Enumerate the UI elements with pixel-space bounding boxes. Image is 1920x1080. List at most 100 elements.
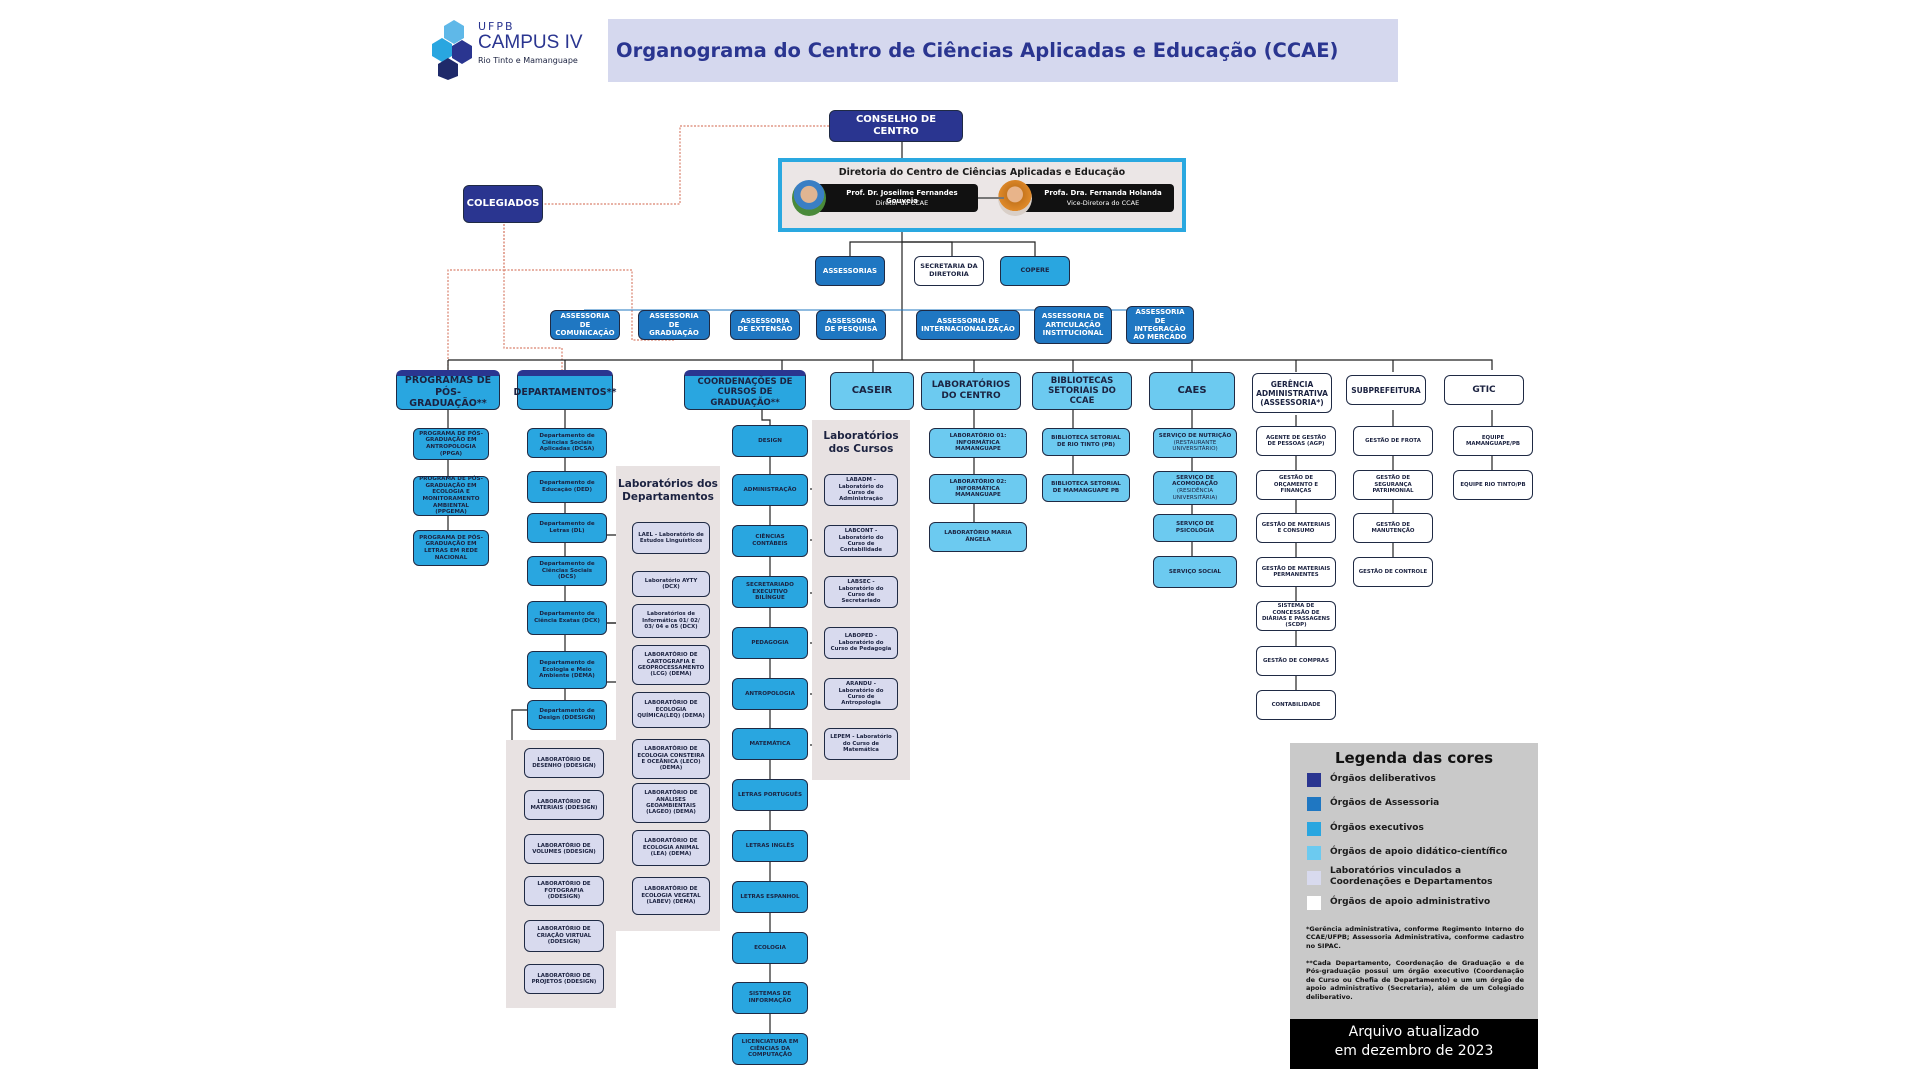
coordenacao-3[interactable]: CIÊNCIAS CONTÁBEIS — [732, 525, 808, 557]
coordenacao-10[interactable]: LETRAS ESPANHOL — [732, 881, 808, 913]
pos-programa-1[interactable]: PROGRAMA DE PÓS-GRADUAÇÃO EM ANTROPOLOGI… — [413, 428, 489, 460]
logo-line-campus: CAMPUS IV — [478, 32, 583, 53]
lab-design-5[interactable]: LABORATÓRIO DE CRIAÇÃO VIRTUAL (DDESIGN) — [524, 920, 604, 952]
logo-line-ufpb: UFPB — [478, 20, 515, 33]
coordenacoes-graduacao[interactable]: COORDENAÇÕES DE CURSOS DE GRADUAÇÃO** — [684, 370, 806, 410]
biblioteca-2[interactable]: BIBLIOTECA SETORIAL DE MAMANGUAPE PB — [1042, 474, 1130, 502]
lab-curso-4[interactable]: LABOPED - Laboratório do Curso de Pedago… — [824, 627, 898, 659]
coordenacao-7[interactable]: MATEMÁTICA — [732, 728, 808, 760]
assessorias[interactable]: ASSESSORIAS — [815, 256, 885, 286]
legend-swatch-3 — [1307, 822, 1321, 836]
gerencia-item-1[interactable]: AGENTE DE GESTÃO DE PESSOAS (AGP) — [1256, 426, 1336, 456]
gerencia-administrativa[interactable]: GERÊNCIA ADMINISTRATIVA (ASSESSORIA*) — [1252, 373, 1332, 413]
conselho-de-centro[interactable]: CONSELHO DE CENTRO — [829, 110, 963, 142]
colegiados[interactable]: COLEGIADOS — [463, 185, 543, 223]
coordenacao-1[interactable]: DESIGN — [732, 425, 808, 457]
gerencia-item-3[interactable]: GESTÃO DE MATERIAIS E CONSUMO — [1256, 513, 1336, 543]
subprefeitura[interactable]: SUBPREFEITURA — [1346, 375, 1426, 405]
lab-departamento-1[interactable]: LAEL - Laboratório de Estudos Linguístic… — [632, 522, 710, 554]
gerencia-item-4[interactable]: GESTÃO DE MATERIAIS PERMANENTES — [1256, 557, 1336, 587]
biblioteca-1[interactable]: BIBLIOTECA SETORIAL DE RIO TINTO (PB) — [1042, 428, 1130, 456]
lab-departamento-9[interactable]: LABORATÓRIO DE ECOLOGIA VEGETAL (LABEV) … — [632, 877, 710, 915]
gerencia-item-2[interactable]: GESTÃO DE ORÇAMENTO E FINANÇAS — [1256, 470, 1336, 500]
coordenacao-9[interactable]: LETRAS INGLÊS — [732, 830, 808, 862]
programas-pos-graduacao[interactable]: PROGRAMAS DE PÓS-GRADUAÇÃO** — [396, 370, 500, 410]
assessoria-pesquisa[interactable]: ASSESSORIA DE PESQUISA — [816, 310, 886, 340]
diretoria-box[interactable]: Diretoria do Centro de Ciências Aplicada… — [778, 158, 1186, 232]
lab-departamento-8[interactable]: LABORATÓRIO DE ECOLOGIA ANIMAL (LEA) (DE… — [632, 830, 710, 866]
departamento-7[interactable]: Departamento de Design (DDESIGN) — [527, 700, 607, 730]
assessoria-internacionalizacao[interactable]: ASSESSORIA DE INTERNACIONALIZAÇÃO — [916, 310, 1020, 340]
lab-design-4[interactable]: LABORATÓRIO DE FOTOGRAFIA (DDESIGN) — [524, 876, 604, 906]
gtic[interactable]: GTIC — [1444, 375, 1524, 405]
gerencia-item-5[interactable]: SISTEMA DE CONCESSÃO DE DIÁRIAS E PASSAG… — [1256, 601, 1336, 631]
lab-departamento-6[interactable]: LABORATÓRIO DE ECOLOGIA CONSTEIRA E OCEÂ… — [632, 739, 710, 779]
lab-design-2[interactable]: LABORATÓRIO DE MATERIAIS (DDESIGN) — [524, 790, 604, 820]
assessoria-articulacao[interactable]: ASSESSORIA DE ARTICULAÇÃO INSTITUCIONAL — [1034, 306, 1112, 344]
page-title-banner: Organograma do Centro de Ciências Aplica… — [608, 19, 1398, 82]
lab-departamento-3[interactable]: Laboratórios de Informática 01/ 02/ 03/ … — [632, 604, 710, 638]
departamento-1[interactable]: Departamento de Ciências Sociais Aplicad… — [527, 428, 607, 458]
lab-design-6[interactable]: LABORATÓRIO DE PROJETOS (DDESIGN) — [524, 964, 604, 994]
copere[interactable]: COPERE — [1000, 256, 1070, 286]
caes[interactable]: CAES — [1149, 372, 1235, 410]
caes-servico-4[interactable]: SERVIÇO SOCIAL — [1153, 556, 1237, 588]
pos-programa-2[interactable]: PROGRAMA DE PÓS-GRADUAÇÃO EM ECOLOGIA E … — [413, 476, 489, 516]
coordenacao-2[interactable]: ADMINISTRAÇÃO — [732, 474, 808, 506]
coordenacao-11[interactable]: ECOLOGIA — [732, 932, 808, 964]
subprefeitura-item-1[interactable]: GESTÃO DE FROTA — [1353, 426, 1433, 456]
caes-servico-1[interactable]: SERVIÇO DE NUTRIÇÃO(RESTAURANTE UNIVERSI… — [1153, 428, 1237, 458]
lab-departamento-7[interactable]: LABORATÓRIO DE ANÁLISES GEOAMBIENTAIS (L… — [632, 783, 710, 823]
departamento-6[interactable]: Departamento de Ecologia e Meio Ambiente… — [527, 651, 607, 689]
departamento-3[interactable]: Departamento de Letras (DL) — [527, 513, 607, 543]
subprefeitura-item-2[interactable]: GESTÃO DE SEGURANÇA PATRIMONIAL — [1353, 470, 1433, 500]
lab-centro-3[interactable]: LABORATÓRIO MARIA ÂNGELA — [929, 522, 1027, 552]
coordenacao-6[interactable]: ANTROPOLOGIA — [732, 678, 808, 710]
coordenacao-5[interactable]: PEDAGOGIA — [732, 627, 808, 659]
lab-centro-2[interactable]: LABORATÓRIO 02: INFORMÁTICA MAMANGUAPE — [929, 474, 1027, 504]
diretor-avatar — [792, 180, 826, 216]
legend-label-5: Laboratórios vinculados a Coordenações e… — [1330, 866, 1493, 887]
vice-card[interactable]: Profa. Dra. Fernanda Holanda Vice-Direto… — [998, 180, 1174, 216]
lab-departamento-4[interactable]: LABORATÓRIO DE CARTOGRAFIA E GEOPROCESSA… — [632, 645, 710, 685]
lab-curso-1[interactable]: LABADM - Laboratório do Curso de Adminis… — [824, 474, 898, 506]
caseir[interactable]: CASEIR — [830, 372, 914, 410]
assessoria-comunicacao[interactable]: ASSESSORIA DE COMUNICAÇÃO — [550, 310, 620, 340]
subprefeitura-item-3[interactable]: GESTÃO DE MANUTENÇÃO — [1353, 513, 1433, 543]
pos-programa-3[interactable]: PROGRAMA DE PÓS-GRADUAÇÃO EM LETRAS EM R… — [413, 530, 489, 566]
lab-curso-2[interactable]: LABCONT - Laboratório do Curso de Contab… — [824, 525, 898, 557]
gtic-item-1[interactable]: EQUIPE MAMANGUAPE/PB — [1453, 426, 1533, 456]
coordenacao-4[interactable]: SECRETARIADO EXECUTIVO BILÍNGUE — [732, 576, 808, 608]
lab-departamento-2[interactable]: Laboratório AYTY (DCX) — [632, 571, 710, 597]
departamento-2[interactable]: Departamento de Educação (DED) — [527, 471, 607, 503]
departamentos[interactable]: DEPARTAMENTOS** — [513, 370, 617, 410]
legend-label-2: Órgãos de Assessoria — [1330, 798, 1440, 808]
caes-servico-2[interactable]: SERVIÇO DE ACOMODAÇÃO(RESIDÊNCIA UNIVERS… — [1153, 471, 1237, 505]
departamento-5[interactable]: Departamento de Ciência Exatas (DCX) — [527, 601, 607, 635]
lab-centro-1[interactable]: LABORATÓRIO 01: INFORMÁTICA MAMANGUAPE — [929, 428, 1027, 458]
caes-servico-label: SERVIÇO DE NUTRIÇÃO — [1158, 432, 1232, 439]
lab-design-1[interactable]: LABORATÓRIO DE DESENHO (DDESIGN) — [524, 748, 604, 778]
lab-curso-3[interactable]: LABSEC - Laboratório do Curso de Secreta… — [824, 576, 898, 608]
gtic-item-2[interactable]: EQUIPE RIO TINTO/PB — [1453, 470, 1533, 500]
gerencia-item-6[interactable]: GESTÃO DE COMPRAS — [1256, 646, 1336, 676]
gerencia-item-7[interactable]: CONTABILIDADE — [1256, 690, 1336, 720]
lab-design-3[interactable]: LABORATÓRIO DE VOLUMES (DDESIGN) — [524, 834, 604, 864]
departamento-4[interactable]: Departamento de Ciências Sociais (DCS) — [527, 556, 607, 586]
laboratorios-do-centro[interactable]: LABORATÓRIOS DO CENTRO — [921, 372, 1021, 410]
diretor-card[interactable]: Prof. Dr. Joseilme Fernandes Gouveia Dir… — [792, 180, 978, 216]
coordenacao-8[interactable]: LETRAS PORTUGUÊS — [732, 779, 808, 811]
assessoria-integracao[interactable]: ASSESSORIA DE INTEGRAÇÃO AO MERCADO — [1126, 306, 1194, 344]
assessoria-extensao[interactable]: ASSESSORIA DE EXTENSÃO — [730, 310, 800, 340]
lab-curso-6[interactable]: LEPEM - Laboratório do Curso de Matemáti… — [824, 728, 898, 760]
secretaria-da-diretoria[interactable]: SECRETARIA DA DIRETORIA — [914, 256, 984, 286]
assessoria-graduacao[interactable]: ASSESSORIA DE GRADUAÇÃO — [638, 310, 710, 340]
coordenacao-12[interactable]: SISTEMAS DE INFORMAÇÃO — [732, 982, 808, 1014]
lab-curso-5[interactable]: ARANDU - Laboratório do Curso de Antropo… — [824, 678, 898, 710]
vice-role: Vice-Diretora do CCAE — [1066, 199, 1140, 207]
caes-servico-3[interactable]: SERVIÇO DE PSICOLOGIA — [1153, 514, 1237, 542]
bibliotecas-setoriais[interactable]: BIBLIOTECAS SETORIAIS DO CCAE — [1032, 372, 1132, 410]
subprefeitura-item-4[interactable]: GESTÃO DE CONTROLE — [1353, 557, 1433, 587]
coordenacao-13[interactable]: LICENCIATURA EM CIÊNCIAS DA COMPUTAÇÃO — [732, 1033, 808, 1065]
lab-departamento-5[interactable]: LABORATÓRIO DE ECOLOGIA QUÍMICA(LEQ) (DE… — [632, 692, 710, 728]
